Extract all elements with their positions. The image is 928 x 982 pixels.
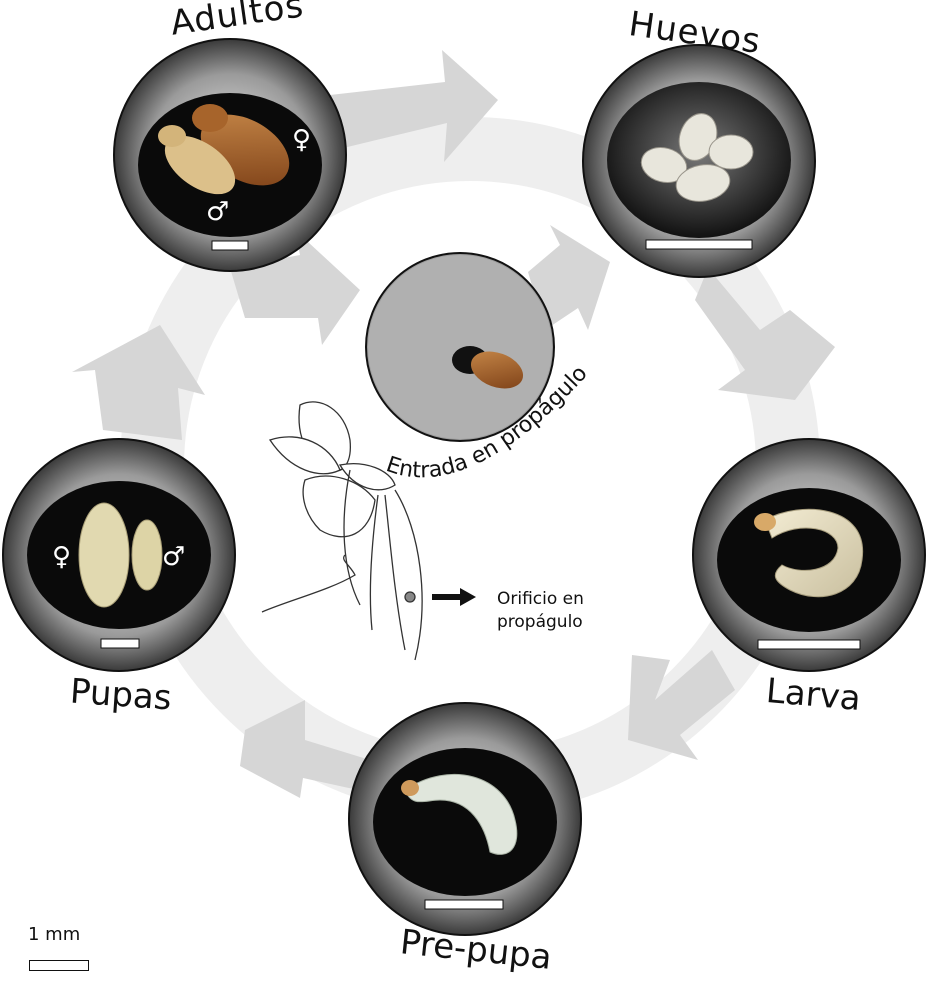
prepupa-scale-bar: [424, 899, 504, 910]
prepupa-photo: [348, 702, 582, 936]
adults-female-symbol: ♀: [292, 125, 311, 155]
adults-male-symbol: ♂: [206, 197, 229, 227]
stage-label-larva: Larva: [764, 670, 863, 720]
hole-pointer-arrow: [432, 588, 476, 606]
arrow-prepupa-to-pupae: [240, 700, 370, 798]
pupae-male-symbol: ♂: [162, 542, 185, 572]
hole-label: Orificio en propágulo: [497, 588, 584, 634]
egg-cluster: [640, 113, 754, 202]
hole-label-line1: Orificio en: [497, 589, 584, 609]
arrow-eggs-to-larva: [695, 268, 835, 400]
scale-label: 1 mm: [28, 924, 81, 945]
pupae-female-symbol: ♀: [52, 542, 71, 572]
larva-scale-bar: [757, 639, 861, 650]
female-pupa: [78, 502, 130, 608]
arrow-adults-to-entry: [230, 230, 360, 345]
adults-photo: [113, 38, 347, 272]
larva-photo: [692, 438, 926, 672]
adults-scale-bar: [211, 240, 249, 251]
stage-label-pupae: Pupas: [68, 671, 173, 719]
eggs-photo: [582, 44, 816, 278]
pupae-scale-bar: [100, 638, 140, 649]
arrow-pupae-to-adults: [72, 325, 205, 440]
prepupa-body: [404, 774, 518, 855]
eggs-scale-bar: [645, 239, 753, 250]
male-pupa: [131, 519, 163, 591]
propagule-drawing: [261, 401, 423, 661]
entry-photo: [365, 252, 555, 442]
scale-bar: [29, 960, 89, 971]
hole-label-line2: propágulo: [497, 612, 583, 632]
larva-body: [764, 508, 864, 598]
arrow-adults-to-eggs: [330, 50, 498, 162]
pupae-photo: [2, 438, 236, 672]
male-beetle: [158, 125, 236, 195]
arrow-entry-to-eggs: [528, 225, 610, 330]
arrow-larva-to-prepupa: [628, 650, 735, 760]
